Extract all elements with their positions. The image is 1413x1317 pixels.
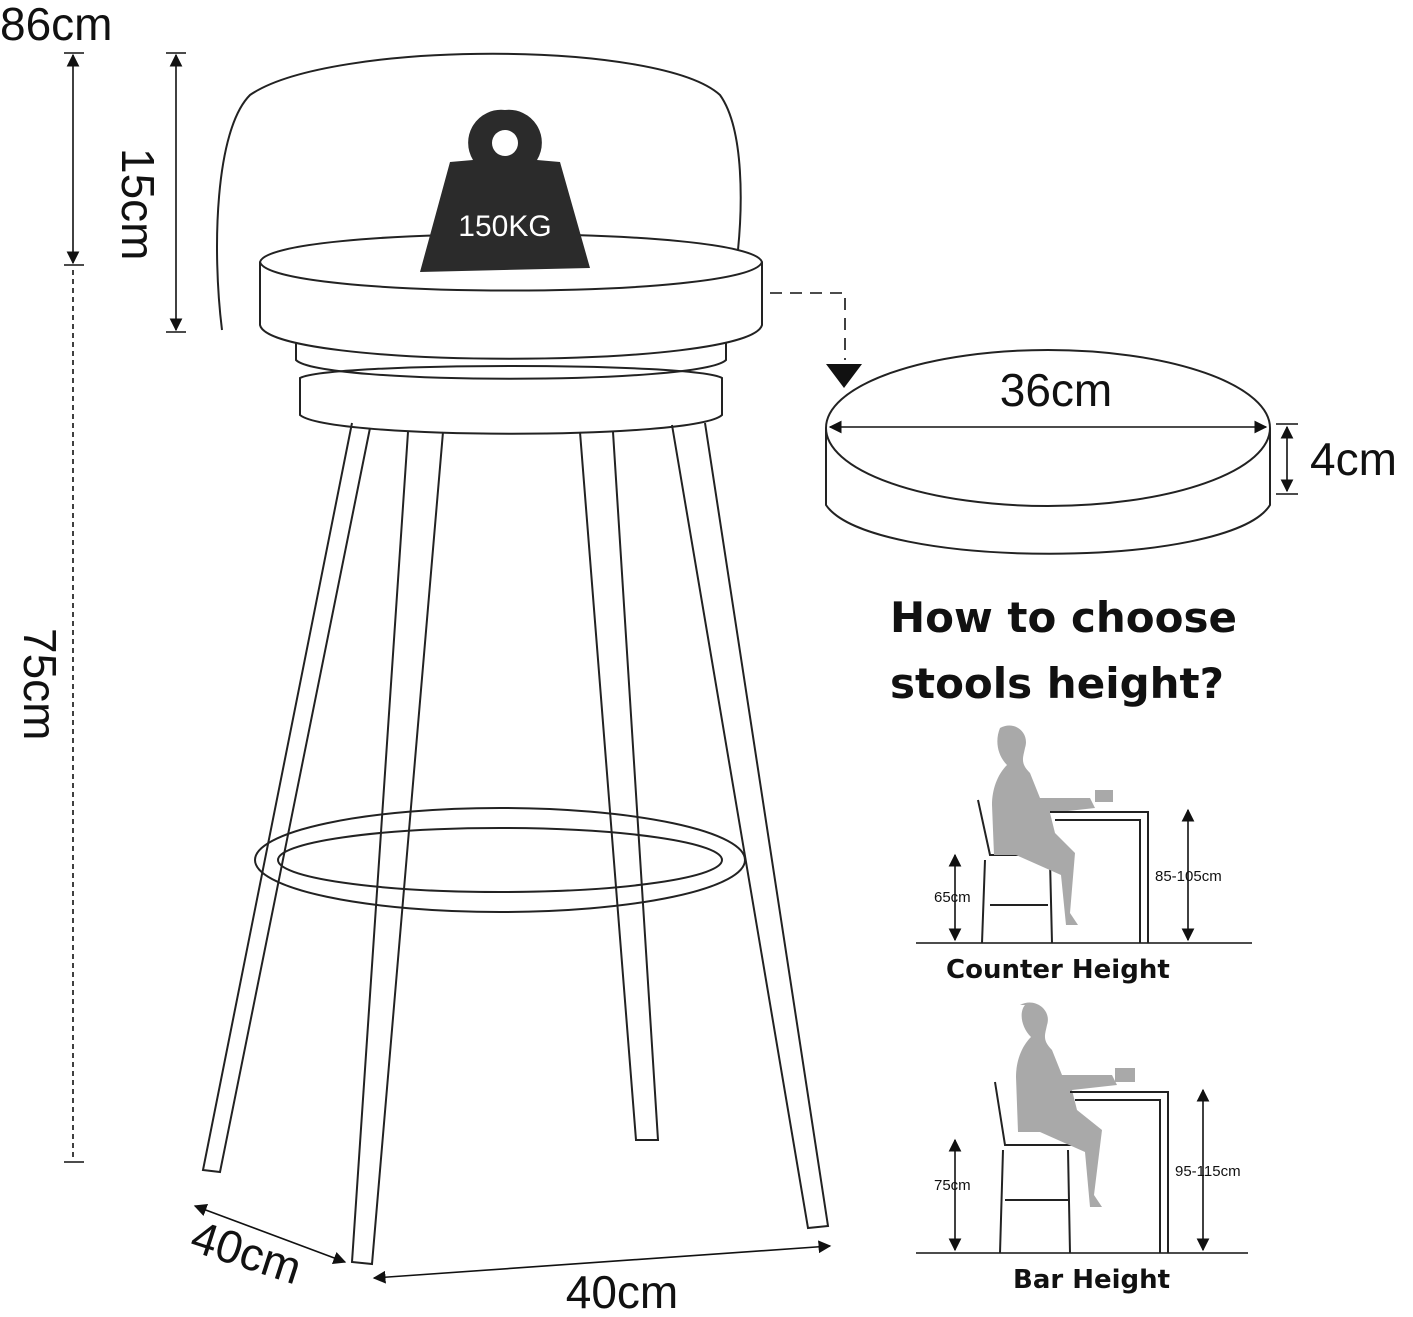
cushion-pointer <box>770 292 862 388</box>
cushion-thickness-arrow <box>1276 423 1298 495</box>
counter-table-height-label: 85-105cm <box>1155 868 1222 885</box>
total-height-arrow <box>64 52 84 1163</box>
depth-arrow <box>193 1204 347 1264</box>
seat-height-label: 75cm <box>14 628 66 740</box>
depth-label: 40cm <box>185 1210 308 1294</box>
width-label: 40cm <box>566 1266 678 1317</box>
counter-height-caption: Counter Height <box>946 955 1170 985</box>
stool-illustration <box>201 52 830 1266</box>
bar-height-scene <box>916 1002 1248 1254</box>
cushion-illustration <box>825 349 1271 555</box>
counter-height-scene <box>916 725 1252 944</box>
counter-stool-height-label: 65cm <box>934 889 971 906</box>
total-height-label: 86cm <box>0 0 112 50</box>
bar-stool-height-label: 75cm <box>934 1177 971 1194</box>
backrest-height-arrow <box>166 52 186 333</box>
guide-title-line2: stools height? <box>890 659 1224 708</box>
bar-table-height-label: 95-115cm <box>1175 1163 1241 1180</box>
max-load-label: 150KG <box>458 210 551 243</box>
weight-icon <box>420 109 590 272</box>
width-arrow <box>372 1240 832 1284</box>
guide-title-line1: How to choose <box>890 593 1237 642</box>
backrest-height-label: 15cm <box>112 148 164 260</box>
cushion-thickness-label: 4cm <box>1310 433 1397 485</box>
bar-height-caption: Bar Height <box>1013 1265 1170 1295</box>
seat-diameter-label: 36cm <box>1000 364 1112 416</box>
